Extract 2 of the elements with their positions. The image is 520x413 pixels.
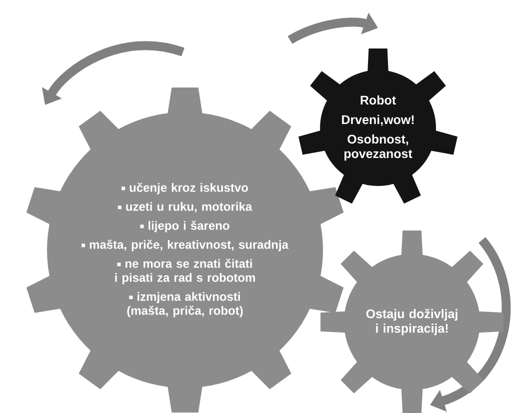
gear: Robot Drveni,wow! Osobnost, povezanost [298,48,458,204]
gear: Ostaju doživljaj i inspiracija! [320,230,504,413]
